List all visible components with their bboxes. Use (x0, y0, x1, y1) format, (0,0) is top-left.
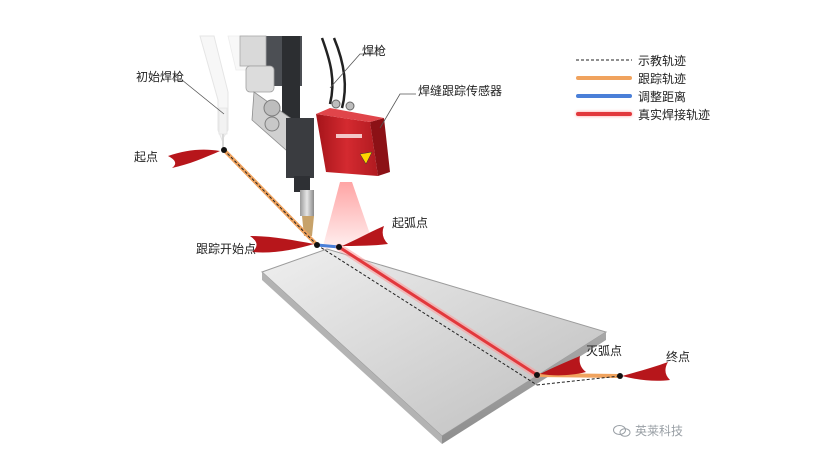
arrow-track-start (250, 236, 314, 253)
legend-swatch-orange (576, 76, 632, 80)
trajectory-lines (221, 147, 623, 386)
leader-lines (173, 53, 416, 129)
legend-swatch-dashed (576, 59, 632, 61)
label-seam-sensor: 焊缝跟踪传感器 (418, 84, 503, 98)
legend-swatch-blue (576, 94, 632, 98)
legend-label: 示教轨迹 (638, 53, 687, 68)
arrow-start-point (168, 149, 220, 168)
legend-item-adjust: 调整距离 (576, 88, 686, 104)
laser-beam (322, 182, 372, 250)
label-track-start: 跟踪开始点 (196, 242, 257, 256)
label-initial-torch: 初始焊枪 (136, 70, 185, 84)
label-end-point: 终点 (666, 350, 691, 364)
label-arc-end: 灭弧点 (586, 344, 623, 358)
wechat-icon (612, 424, 631, 437)
workpiece-plate (261, 248, 608, 444)
watermark-text: 英莱科技 (634, 424, 683, 438)
arrow-arc-start (342, 226, 388, 246)
legend-label: 调整距离 (638, 89, 687, 104)
arrow-arc-end (540, 356, 586, 376)
seam-sensor-body (316, 99, 390, 176)
watermark: 英莱科技 (612, 422, 683, 439)
legend-swatch-red (576, 112, 632, 116)
legend-label: 真实焊接轨迹 (638, 107, 711, 122)
legend-label: 跟踪轨迹 (638, 71, 687, 86)
label-start-point: 起点 (134, 150, 159, 164)
legend-item-real: 真实焊接轨迹 (576, 106, 710, 122)
pointer-arrows (168, 149, 670, 381)
label-arc-start: 起弧点 (392, 216, 429, 230)
arrow-end-point (622, 362, 670, 381)
legend-item-tracking: 跟踪轨迹 (576, 70, 686, 86)
legend-item-taught: 示教轨迹 (576, 52, 686, 68)
label-torch: 焊枪 (362, 44, 387, 58)
